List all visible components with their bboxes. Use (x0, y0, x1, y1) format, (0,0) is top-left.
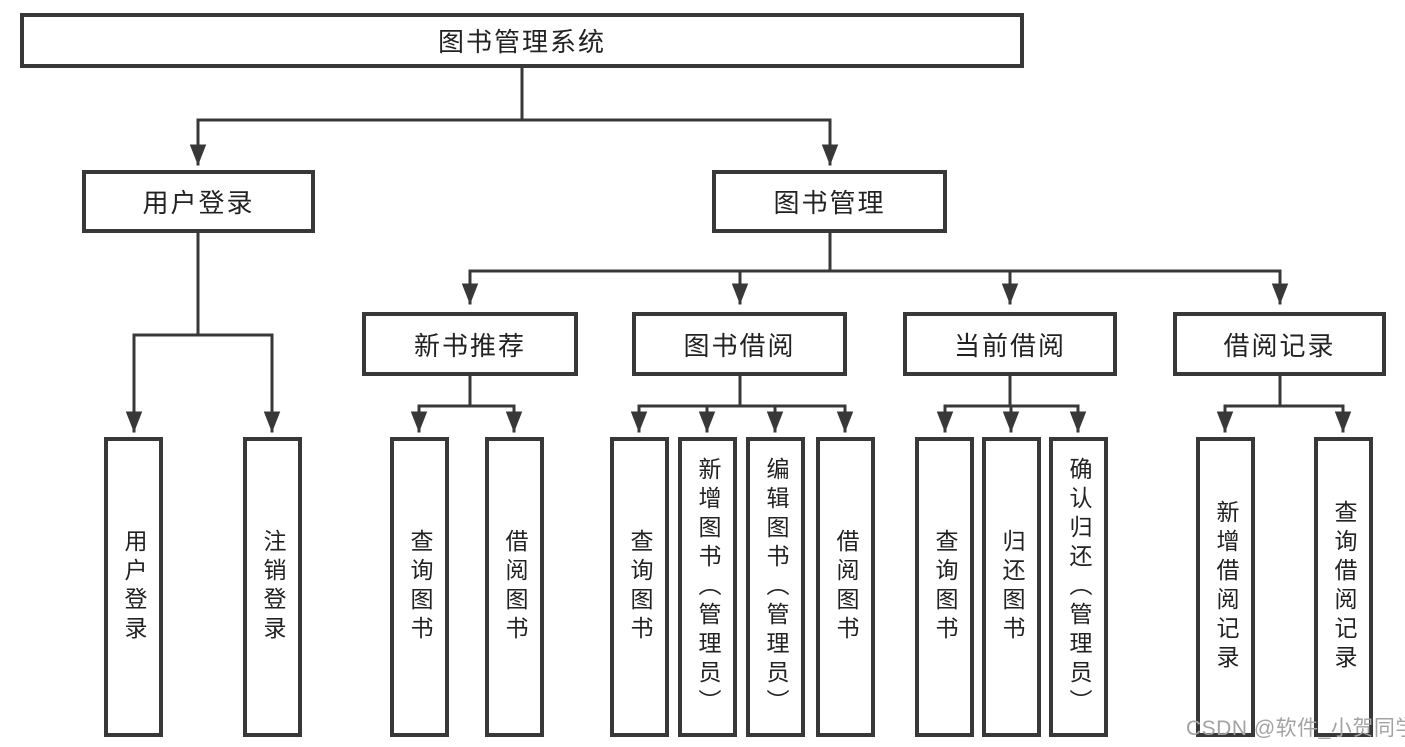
leaf-borrow-book-1: 借阅图书 (485, 437, 544, 737)
node-user-login: 用户登录 (82, 170, 315, 233)
node-current-borrow-label: 当前借阅 (953, 330, 1066, 361)
leaf-return-book: 归还图书 (982, 437, 1041, 737)
leaf-borrow-book-2: 借阅图书 (816, 437, 875, 737)
leaf-confirm-return-admin: 确认归还（管理员） (1049, 437, 1108, 737)
leaf-add-borrow-record: 新增借阅记录 (1196, 437, 1255, 737)
leaf-query-book-2: 查询图书 (610, 437, 669, 737)
node-new-book-recommend-label: 新书推荐 (413, 330, 526, 361)
node-current-borrow: 当前借阅 (903, 312, 1117, 376)
node-book-borrow: 图书借阅 (632, 312, 847, 376)
watermark: CSDN @软件_小贺同学 (1186, 717, 1405, 740)
node-root-label: 图书管理系统 (437, 27, 606, 57)
leaf-user-login: 用户登录 (104, 437, 163, 737)
node-new-book-recommend: 新书推荐 (362, 312, 578, 376)
leaf-query-book-1: 查询图书 (390, 437, 449, 737)
node-root: 图书管理系统 (20, 13, 1024, 68)
node-book-mgmt: 图书管理 (712, 170, 947, 233)
node-borrow-record-label: 借阅记录 (1223, 330, 1336, 361)
leaf-query-book-3: 查询图书 (915, 437, 974, 737)
node-book-borrow-label: 图书借阅 (683, 330, 796, 361)
leaf-logout: 注销登录 (243, 437, 302, 737)
node-user-login-label: 用户登录 (142, 188, 255, 218)
node-borrow-record: 借阅记录 (1173, 312, 1386, 376)
leaf-edit-book-admin: 编辑图书（管理员） (746, 437, 805, 737)
node-book-mgmt-label: 图书管理 (773, 188, 886, 218)
leaf-add-book-admin: 新增图书（管理员） (678, 437, 737, 737)
leaf-query-borrow-record: 查询借阅记录 (1314, 437, 1373, 737)
